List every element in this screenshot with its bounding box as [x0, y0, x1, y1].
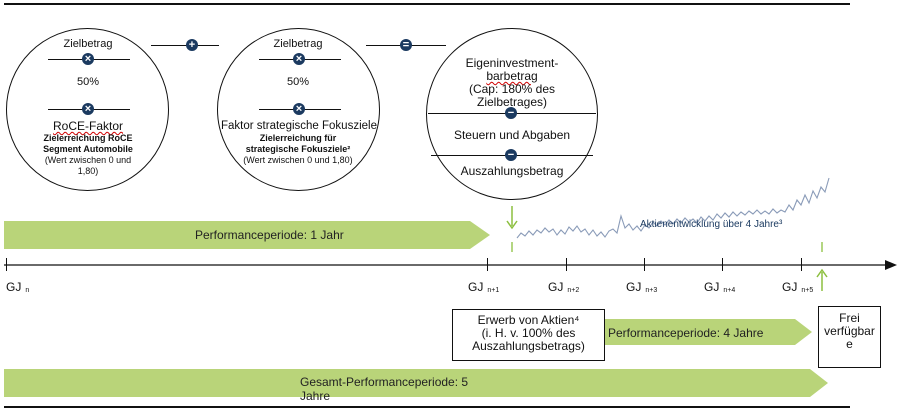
acquisition-marker-arrowhead — [506, 220, 518, 230]
equals-icon: = — [400, 39, 412, 51]
tick-gj-n — [6, 258, 7, 271]
focus-factor-title: Faktor strategische Fokusziele — [221, 120, 377, 132]
bottom-rule — [4, 406, 850, 408]
tick-gj-n2 — [566, 258, 567, 271]
result-line-1: Eigeninvestment- — [465, 56, 559, 70]
roce-factor-title: RoCE-Faktor — [52, 119, 123, 133]
focus-factor-range-1: (Wert zwischen 0 und 1,80) — [243, 155, 353, 165]
total-performance-arrow — [4, 369, 828, 397]
target-amount-focus-circle — [217, 28, 380, 191]
circle2-value: 50% — [286, 76, 310, 88]
target-amount-roce-circle — [6, 28, 169, 191]
roce-factor-range-2: 1,80) — [77, 166, 99, 176]
multiply-icon: × — [82, 53, 94, 65]
payout-label: Auszahlungsbetrag — [460, 164, 564, 178]
plus-icon: + — [186, 39, 198, 51]
acquisition-line-1: Erwerb von Aktien⁴ — [477, 313, 580, 327]
share-price-line — [516, 177, 830, 239]
timeline-axis-arrowhead — [885, 260, 897, 270]
focus-factor-desc-2: strategische Fokusziele² — [245, 144, 351, 154]
circle2-title: Zielbetrag — [273, 38, 323, 50]
result-line-4: Zielbetrages) — [476, 95, 548, 109]
multiply-icon: × — [293, 53, 305, 65]
share-acquisition-box: Erwerb von Aktien⁴ (i. H. v. 100% des Au… — [452, 309, 605, 361]
performance-1-year-arrow — [4, 221, 490, 249]
tick-gj-n1 — [487, 258, 488, 271]
free-line-2: verfügbar — [824, 324, 875, 338]
circle1-value: 50% — [76, 76, 100, 88]
acquisition-line-3: Auszahlungsbetrags) — [472, 339, 585, 353]
release-marker-arrowhead — [816, 268, 828, 278]
free-line-3: e — [846, 337, 853, 351]
freely-available-box: Frei verfügbar e — [818, 306, 881, 368]
tick-gj-n5 — [801, 258, 802, 271]
roce-factor-desc-1: Zielerreichung RoCE — [43, 133, 133, 143]
multiply-icon: × — [82, 103, 94, 115]
free-line-1: Frei — [839, 311, 860, 325]
performance-1-year-label: Performanceperiode: 1 Jahr — [195, 228, 344, 242]
minus-icon: − — [505, 107, 517, 119]
performance-4-year-label: Performanceperiode: 4 Jahre — [608, 326, 764, 340]
minus-icon: − — [505, 149, 517, 161]
performance-4-year-arrow — [605, 319, 812, 345]
tick-gj-n4 — [722, 258, 723, 271]
total-performance-label-1: Gesamt-Performanceperiode: 5 — [300, 375, 469, 389]
total-performance-label-2: Jahre — [300, 389, 331, 403]
multiply-icon: × — [293, 103, 305, 115]
focus-factor-desc-1: Zielerreichung für — [259, 133, 337, 143]
top-rule — [4, 3, 850, 5]
result-circle — [426, 28, 598, 200]
roce-factor-desc-2: Segment Automobile — [43, 144, 133, 154]
roce-factor-range-1: (Wert zwischen 0 und — [44, 155, 132, 165]
result-line-3: (Cap: 180% des — [468, 82, 556, 96]
acquisition-line-2: (i. H. v. 100% des — [481, 326, 576, 340]
result-line-2: barbetrag — [486, 69, 538, 83]
taxes-label: Steuern und Abgaben — [453, 128, 571, 142]
circle1-title: Zielbetrag — [63, 38, 113, 50]
plus-connector-line — [151, 45, 219, 47]
share-development-label: Aktienentwicklung über 4 Jahre³ — [640, 219, 783, 230]
tick-gj-n3 — [644, 258, 645, 271]
